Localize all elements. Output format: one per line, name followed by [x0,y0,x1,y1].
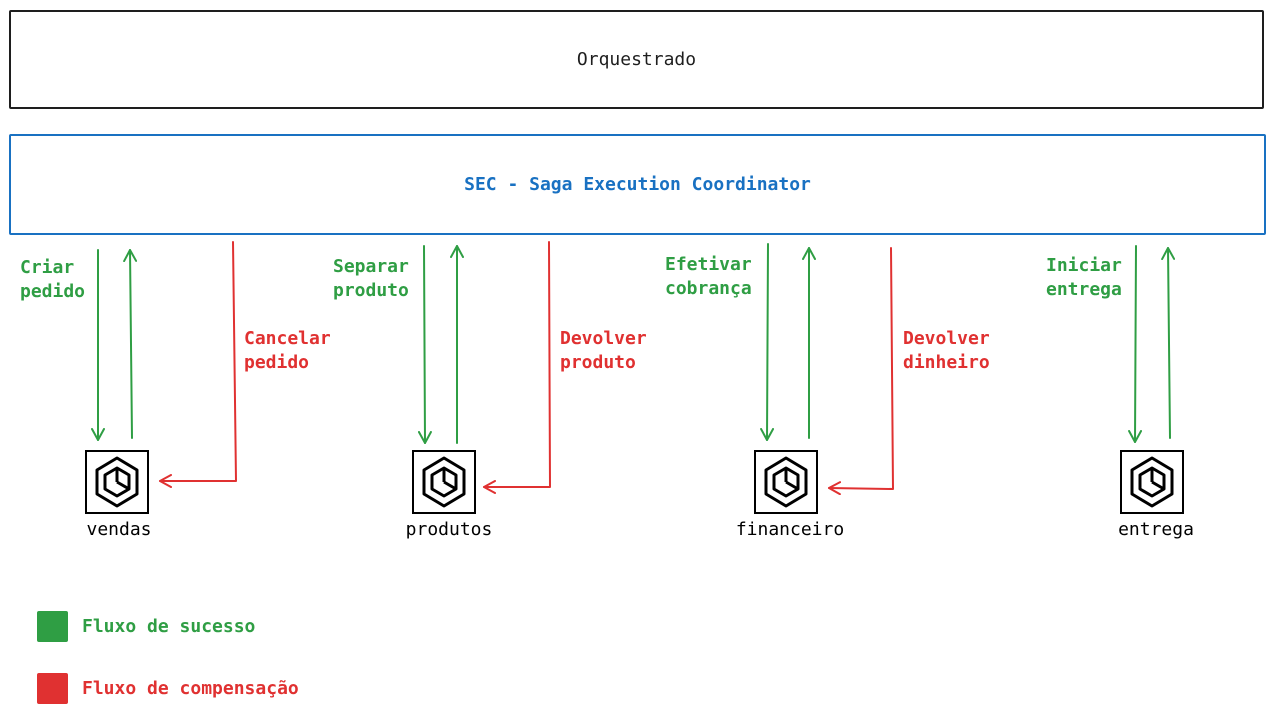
legend-compensation-label: Fluxo de compensação [82,678,299,699]
label-compensation-produtos: Devolver produto [560,328,647,373]
arrow-request-financeiro [760,243,775,441]
label-success-entrega: Iniciar entrega [1046,255,1122,300]
label-compensation-financeiro: Devolver dinheiro [903,328,990,373]
service-vendas [85,450,149,514]
arrow-reply-vendas [123,249,138,439]
legend-success-label: Fluxo de sucesso [82,616,256,637]
hexagon-cube-icon [764,456,808,508]
orchestrator-title: Orquestrado [576,49,697,70]
service-financeiro [754,450,818,514]
label-success-produtos: Separar produto [333,256,409,301]
arrow-compensate-financeiro [828,247,894,496]
hexagon-cube-icon [95,456,139,508]
legend-success-swatch [37,611,68,642]
arrow-request-produtos [417,245,432,444]
sec-box: SEC - Saga Execution Coordinator [9,134,1266,235]
service-name-financeiro: financeiro [735,519,845,540]
arrow-request-entrega [1128,245,1143,443]
service-name-produtos: produtos [405,519,493,540]
orchestrator-box: Orquestrado [9,10,1264,109]
hexagon-cube-icon [422,456,466,508]
sec-title: SEC - Saga Execution Coordinator [464,174,811,195]
arrow-reply-entrega [1161,247,1176,439]
service-name-entrega: entrega [1118,519,1194,540]
label-success-financeiro: Efetivar cobrança [665,254,752,299]
service-produtos [412,450,476,514]
service-name-vendas: vendas [86,519,152,540]
arrow-compensate-produtos [483,241,551,494]
service-entrega [1120,450,1184,514]
hexagon-cube-icon [1130,456,1174,508]
label-success-vendas: Criar pedido [20,257,86,302]
arrow-compensate-vendas [159,241,237,488]
label-compensation-vendas: Cancelar pedido [244,328,331,373]
legend-compensation-swatch [37,673,68,704]
